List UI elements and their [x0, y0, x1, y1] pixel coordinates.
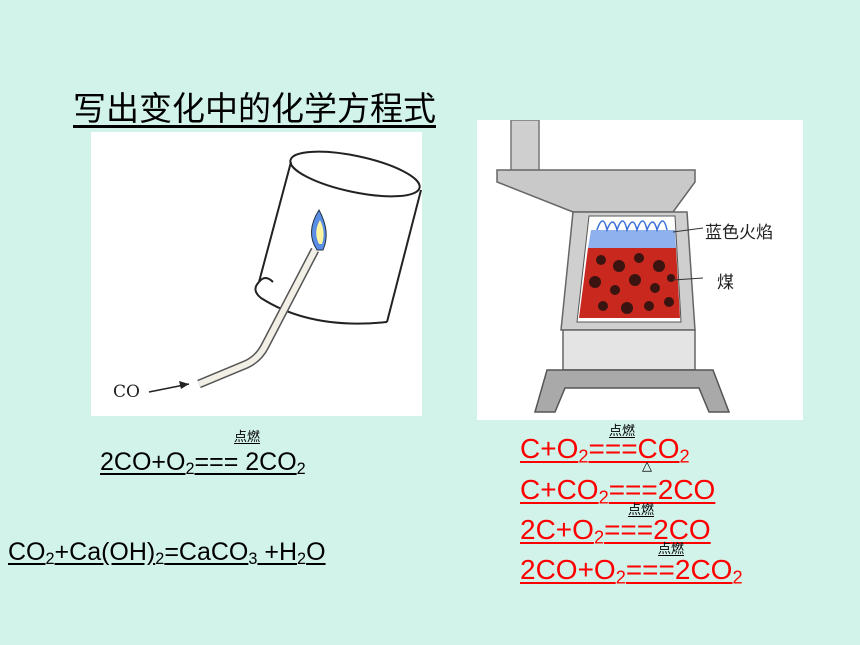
- arrow-icon: [148, 381, 190, 393]
- beaker-illustration: [148, 150, 422, 393]
- co-combustion-figure: CO: [91, 132, 422, 416]
- slide-title: 写出变化中的化学方程式: [73, 89, 436, 128]
- blue-flame-icon: [311, 209, 327, 251]
- right-eq1-condition: 点燃: [609, 424, 636, 439]
- right-equation-1: C+O2===CO2: [520, 433, 690, 467]
- right-eq2-condition: △: [642, 459, 652, 474]
- flame-zone: [588, 220, 676, 248]
- coal-stove-figure: 蓝色火焰 煤: [477, 119, 803, 420]
- right-equation-4: 2CO+O2===2CO2: [520, 554, 743, 588]
- co-label: CO: [113, 382, 140, 402]
- coal-label: 煤: [717, 273, 734, 293]
- stove-illustration: [496, 119, 731, 413]
- coal-bed: [579, 248, 680, 318]
- left-equation-1: 2CO+O2=== 2CO2: [100, 448, 306, 479]
- left-equation-2: CO2+Ca(OH)2=CaCO3 +H2O: [8, 538, 326, 569]
- right-equation-2: C+CO2===2CO: [520, 474, 716, 508]
- blue-flame-label: 蓝色火焰: [705, 223, 773, 243]
- right-equation-3: 2C+O2===2CO: [520, 514, 711, 548]
- right-eq4-condition: 点燃: [658, 542, 685, 557]
- left-eq1-condition: 点燃: [234, 430, 261, 445]
- right-eq3-condition: 点燃: [628, 503, 655, 518]
